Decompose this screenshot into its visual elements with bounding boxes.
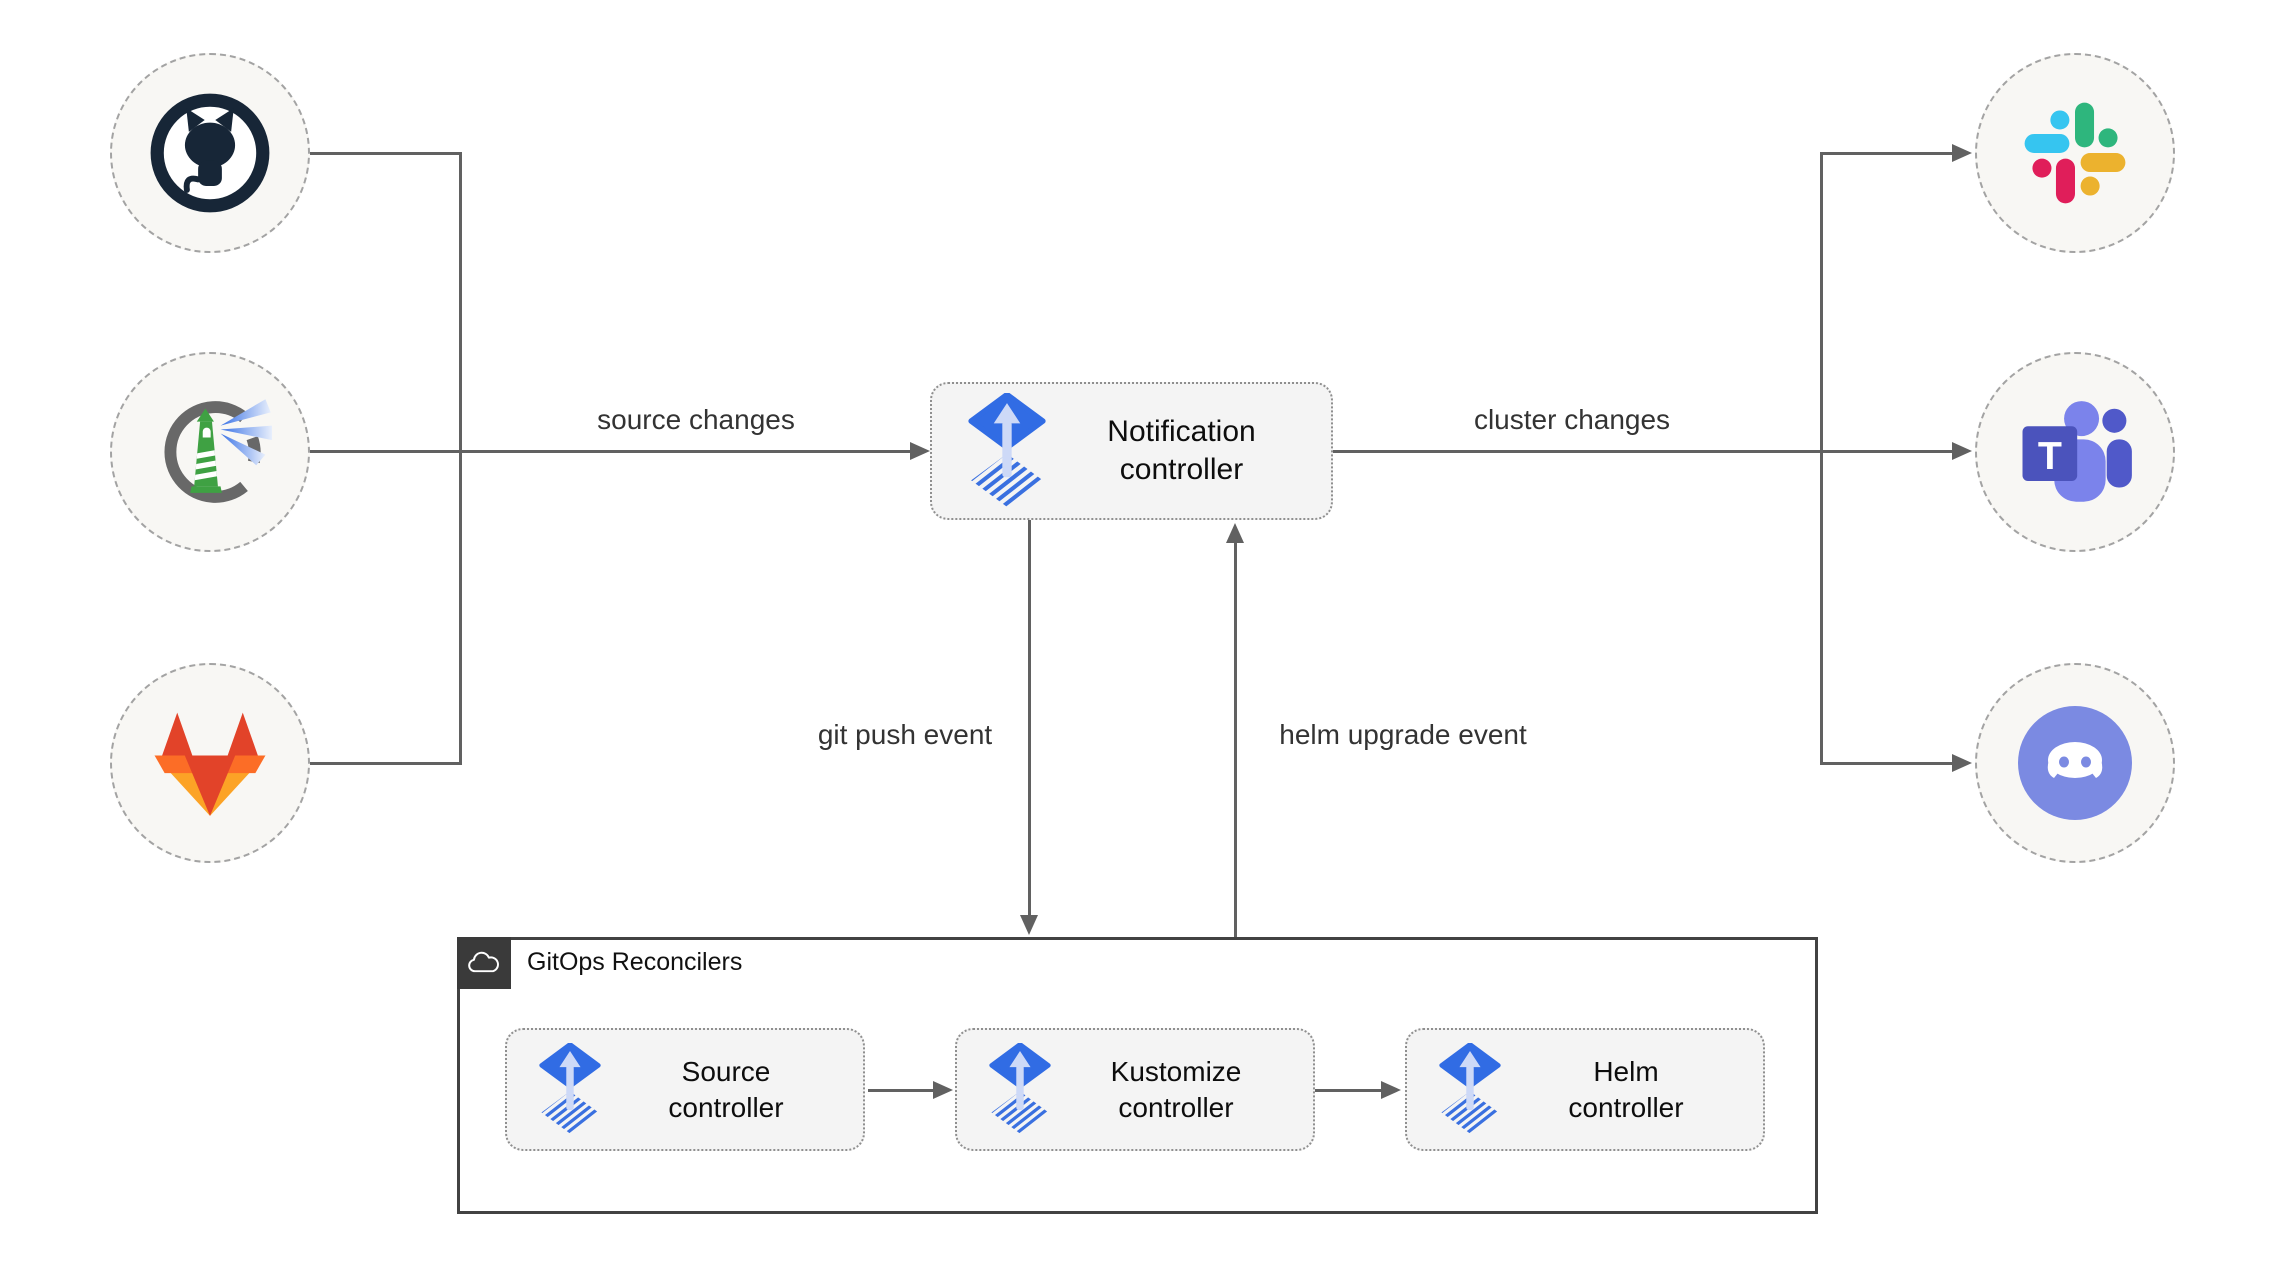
target-node-teams: T [1975,352,2175,552]
node-title: Helm controller [1501,1054,1751,1126]
flux-icon [1439,1043,1501,1136]
edge-kustomize-to-helm [1315,1089,1381,1092]
arrowhead-into-reconcilers [1020,915,1038,935]
github-icon [150,93,270,213]
edge-bus-to-teams [1820,450,1954,453]
node-title: Source controller [601,1054,851,1126]
source-node-harbor [110,352,310,552]
flux-icon [539,1043,601,1136]
node-title-line1: Notification [1107,415,1256,448]
harbor-icon [164,399,273,503]
target-node-discord [1975,663,2175,863]
teams-icon: T [2022,400,2132,502]
slack-icon [2024,102,2126,204]
target-node-slack [1975,53,2175,253]
node-notification-controller: Notification controller [930,382,1333,520]
flux-icon [968,393,1046,510]
source-node-gitlab [110,663,310,863]
arrowhead-into-kustomize [933,1081,953,1099]
edge-source-changes [459,450,912,453]
arrowhead-into-helm [1381,1081,1401,1099]
source-node-github [110,53,310,253]
cloud-icon [468,951,499,973]
node-title: Notification controller [1046,413,1317,489]
node-helm-controller: Helm controller [1405,1028,1765,1151]
node-kustomize-controller: Kustomize controller [955,1028,1315,1151]
edge-right-bus [1820,152,1823,765]
edge-label-cluster-changes: cluster changes [1467,404,1677,436]
arrowhead-into-notification [910,442,930,460]
arrowhead-into-teams [1952,442,1972,460]
group-badge [457,937,511,989]
edge-source-to-kustomize [868,1089,933,1092]
flux-icon [989,1043,1051,1136]
teams-letter: T [2038,433,2062,477]
discord-icon [2018,706,2132,820]
node-title-line2: controller [1568,1091,1684,1123]
gitlab-icon [154,712,266,816]
node-title: Kustomize controller [1051,1054,1301,1126]
node-title-line2: controller [1118,1091,1234,1123]
node-source-controller: Source controller [505,1028,865,1151]
edge-gitlab-to-bus [310,762,462,765]
arrowhead-into-slack [1952,144,1972,162]
edge-harbor-to-bus [310,450,462,453]
edge-cluster-changes [1333,450,1823,453]
edge-label-git-push-event: git push event [811,719,999,751]
node-title-line2: controller [668,1091,784,1123]
node-title-line2: controller [1119,453,1244,486]
arrowhead-into-notification-bottom [1226,523,1244,543]
edge-bus-to-discord [1820,762,1954,765]
edge-github-to-bus [310,152,462,155]
node-title-line1: Source [681,1055,771,1087]
edge-git-push-event [1028,520,1031,917]
arrowhead-into-discord [1952,754,1972,772]
edge-bus-to-slack [1820,152,1954,155]
node-title-line1: Helm [1593,1055,1659,1087]
edge-helm-upgrade-event [1234,541,1237,939]
edge-label-helm-upgrade-event: helm upgrade event [1273,719,1533,751]
edge-left-bus [459,152,462,765]
group-title: GitOps Reconcilers [527,948,743,976]
edge-label-source-changes: source changes [591,404,801,436]
node-title-line1: Kustomize [1110,1055,1242,1087]
